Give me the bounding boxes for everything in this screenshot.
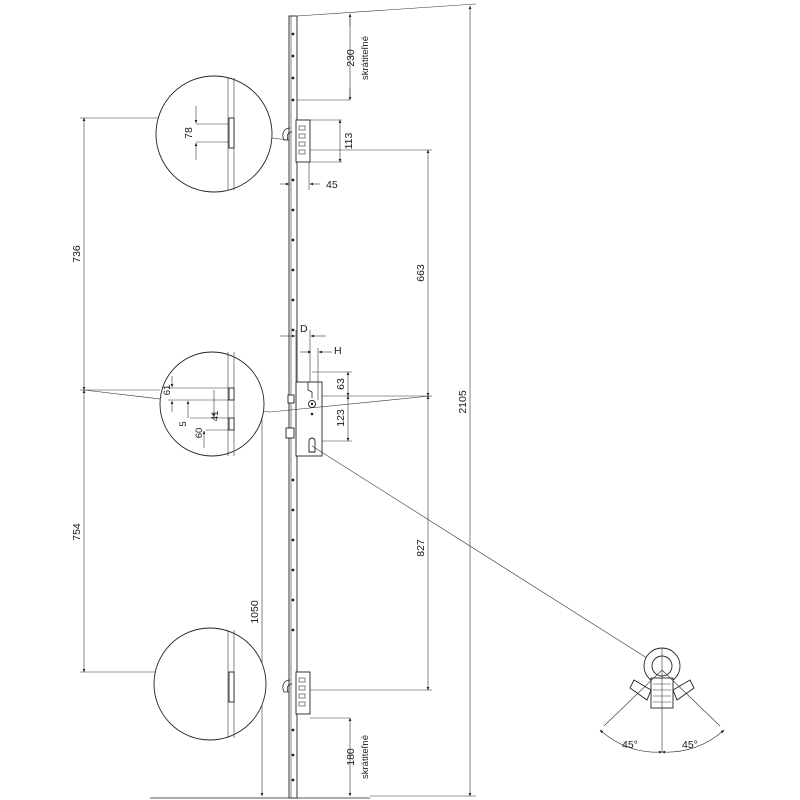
label-123: 123	[335, 409, 347, 427]
detail-lower	[153, 627, 267, 741]
dim-left-chain: 736 754	[71, 117, 160, 673]
label-230: 230	[345, 49, 357, 67]
label-45: 45	[326, 179, 338, 191]
label-bottom-adjustable: skrátiteľné	[360, 735, 371, 779]
leader-cylinder	[311, 445, 651, 661]
label-63: 63	[335, 378, 347, 390]
main-lock-case	[285, 381, 323, 457]
label-61: 61	[162, 385, 173, 396]
label-736: 736	[71, 245, 83, 263]
label-angle-right: 45°	[682, 739, 698, 751]
detail-upper: 78	[155, 75, 273, 193]
label-H: H	[334, 345, 342, 357]
dim-right-chain: 663 827	[310, 149, 432, 691]
strip-holes	[291, 32, 295, 782]
label-113: 113	[343, 132, 355, 149]
dim-overall-height: 2105	[296, 3, 477, 797]
label-60: 60	[194, 428, 205, 439]
label-180: 180	[345, 748, 357, 766]
dim-upper-hook-offset: 45	[280, 162, 338, 191]
label-D: D	[300, 323, 308, 335]
detail-middle: 61 5 60 41	[159, 351, 265, 457]
label-top-adjustable: skrátiteľné	[360, 36, 371, 80]
label-754: 754	[71, 523, 83, 541]
label-41: 41	[210, 411, 221, 422]
dim-bottom-length: 180 skrátiteľné	[310, 717, 371, 797]
lower-hook-lock	[282, 671, 311, 715]
label-827: 827	[415, 539, 427, 557]
upper-hook-lock	[282, 119, 311, 163]
label-5: 5	[178, 421, 189, 426]
label-663: 663	[415, 264, 427, 282]
dim-centre-height: 1050	[249, 411, 264, 797]
label-78: 78	[183, 127, 195, 139]
label-angle-left: 45°	[622, 739, 638, 751]
label-2105: 2105	[457, 390, 469, 414]
leader-mid-right	[269, 395, 431, 413]
dim-top-length: 230 skrátiteľné	[297, 13, 371, 101]
dim-backset-handle: D H	[280, 323, 342, 400]
label-1050: 1050	[249, 600, 261, 624]
dim-upper-hook-height: 113	[310, 119, 355, 163]
dim-handle-cylinder: 63 123	[312, 371, 352, 442]
cylinder-cam-icon: 45° 45°	[599, 647, 725, 754]
